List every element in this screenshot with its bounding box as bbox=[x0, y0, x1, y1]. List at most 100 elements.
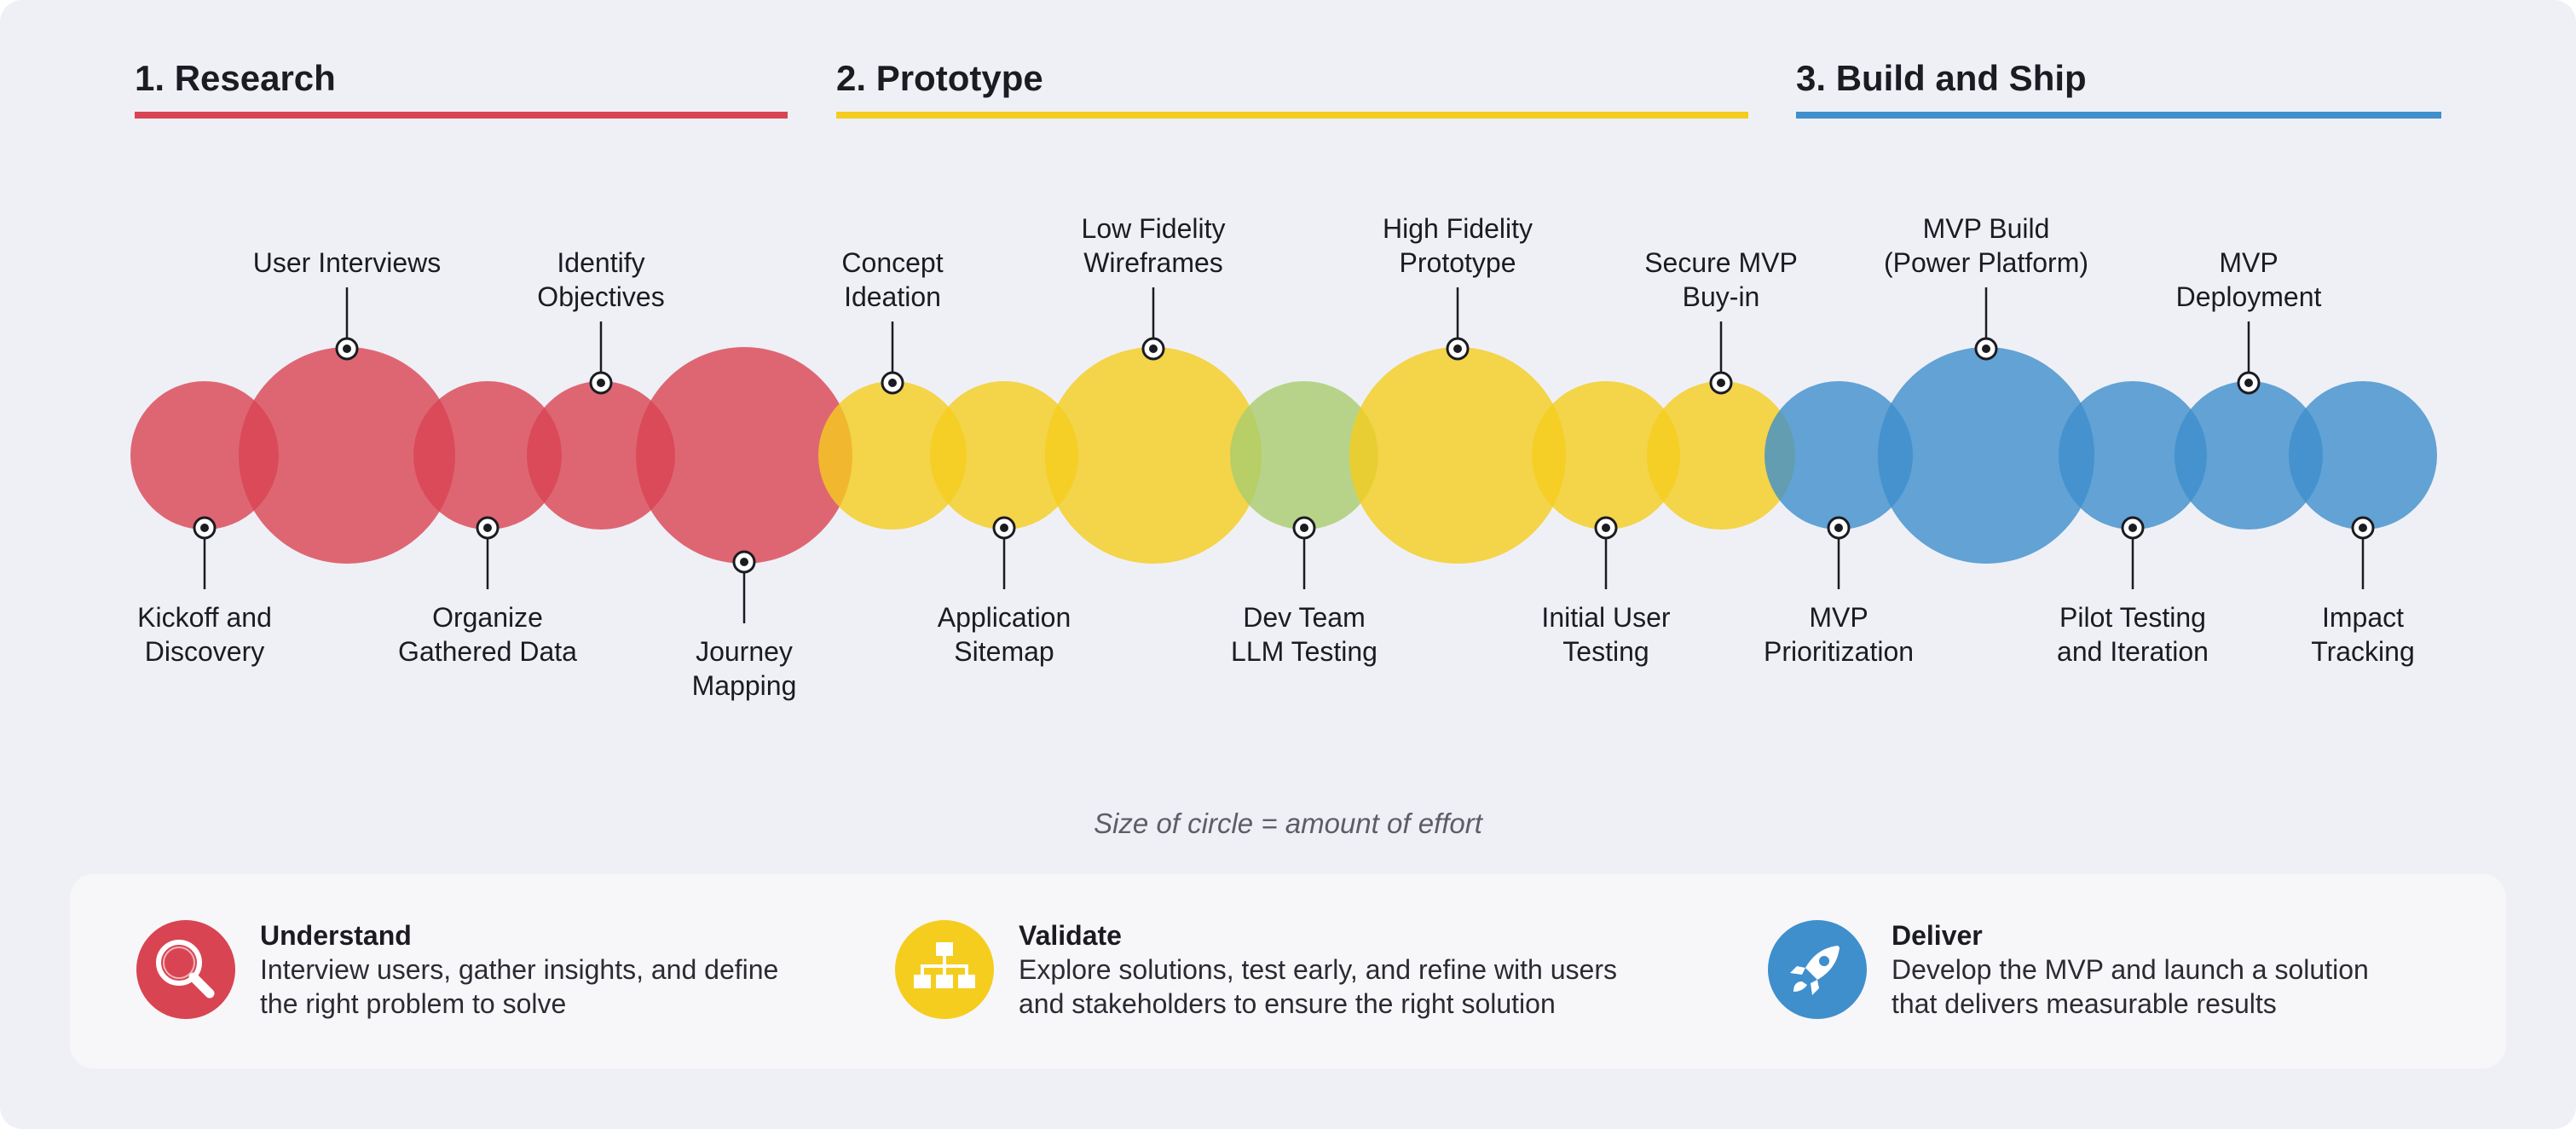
step-label-text: Dev Team bbox=[1243, 602, 1365, 633]
marker-dot bbox=[1453, 344, 1462, 353]
step-label-text: Wireframes bbox=[1083, 247, 1223, 278]
marker-dot bbox=[1602, 524, 1610, 532]
step-label-text: High Fidelity bbox=[1383, 213, 1533, 244]
marker-dot bbox=[1834, 524, 1843, 532]
effort-bubble bbox=[1532, 381, 1680, 530]
summary-description: Explore solutions, test early, and refin… bbox=[1019, 954, 1617, 1019]
effort-bubble bbox=[1230, 381, 1378, 530]
marker-dot bbox=[1982, 344, 1990, 353]
step-label-text: Objectives bbox=[537, 281, 664, 312]
step-label-text: Tracking bbox=[2311, 636, 2415, 667]
marker-dot bbox=[1300, 524, 1308, 532]
effort-bubble bbox=[930, 381, 1078, 530]
step-label-text: Initial User bbox=[1541, 602, 1671, 633]
step-label-text: Secure MVP bbox=[1644, 247, 1798, 278]
phase-underline bbox=[1796, 112, 2441, 119]
summary-title: Understand bbox=[260, 920, 412, 951]
bubble-layer bbox=[130, 347, 2437, 564]
marker-dot bbox=[888, 379, 897, 387]
summary-description: Interview users, gather insights, and de… bbox=[260, 954, 779, 1019]
step-label-text: (Power Platform) bbox=[1884, 247, 2088, 278]
phase-underline bbox=[836, 112, 1748, 119]
effort-bubble bbox=[818, 381, 967, 530]
step-label-text: and Iteration bbox=[2057, 636, 2209, 667]
effort-bubble bbox=[1878, 347, 2094, 564]
step-label-text: Gathered Data bbox=[398, 636, 577, 667]
marker-dot bbox=[2359, 524, 2367, 532]
marker-dot bbox=[1717, 379, 1725, 387]
effort-bubble bbox=[2175, 381, 2323, 530]
step-label: MVP Build(Power Platform) bbox=[1884, 213, 2088, 361]
marker-dot bbox=[2244, 379, 2253, 387]
step-label-text: Ideation bbox=[844, 281, 941, 312]
step-label-text: Identify bbox=[557, 247, 644, 278]
marker-dot bbox=[740, 558, 748, 566]
marker-dot bbox=[200, 524, 209, 532]
marker-dot bbox=[1000, 524, 1008, 532]
effort-bubble bbox=[2289, 381, 2437, 530]
step-label-text: Organize bbox=[432, 602, 543, 633]
marker-dot bbox=[483, 524, 492, 532]
effort-bubble bbox=[1349, 347, 1566, 564]
step-label-text: Pilot Testing bbox=[2059, 602, 2206, 633]
summary-title: Validate bbox=[1019, 920, 1122, 951]
step-label: User Interviews bbox=[253, 247, 441, 361]
step-label-text: MVP bbox=[2219, 247, 2278, 278]
sitemap-icon bbox=[895, 920, 994, 1019]
effort-bubble bbox=[130, 381, 279, 530]
diagram-caption: Size of circle = amount of effort bbox=[1094, 808, 1482, 839]
step-label-text: Low Fidelity bbox=[1082, 213, 1226, 244]
step-label-text: Application bbox=[938, 602, 1071, 633]
summary-description: Develop the MVP and launch a solution th… bbox=[1892, 954, 2369, 1019]
marker-dot bbox=[1149, 344, 1158, 353]
effort-bubble bbox=[636, 347, 852, 564]
phase-title: 2. Prototype bbox=[836, 58, 1043, 98]
effort-bubble bbox=[413, 381, 562, 530]
effort-bubble bbox=[1045, 347, 1262, 564]
step-label-text: MVP bbox=[1809, 602, 1868, 633]
effort-bubble bbox=[239, 347, 455, 564]
phase-underline bbox=[135, 112, 788, 119]
step-label-text: LLM Testing bbox=[1231, 636, 1378, 667]
step-label-text: Buy-in bbox=[1683, 281, 1760, 312]
effort-bubble bbox=[527, 381, 675, 530]
step-label-text: Deployment bbox=[2176, 281, 2322, 312]
step-label-text: Prototype bbox=[1400, 247, 1516, 278]
magnifier-icon bbox=[136, 920, 235, 1019]
phase-title: 3. Build and Ship bbox=[1796, 58, 2087, 98]
effort-bubble bbox=[1765, 381, 1913, 530]
marker-dot bbox=[343, 344, 351, 353]
step-label-text: Sitemap bbox=[954, 636, 1054, 667]
marker-dot bbox=[597, 379, 605, 387]
step-label-text: Journey bbox=[696, 636, 793, 667]
step-label-text: Mapping bbox=[692, 670, 797, 701]
effort-bubble bbox=[1647, 381, 1795, 530]
step-label-text: Kickoff and bbox=[137, 602, 272, 633]
step-label-text: Impact bbox=[2322, 602, 2404, 633]
step-label-text: Discovery bbox=[145, 636, 264, 667]
step-label-text: Concept bbox=[841, 247, 943, 278]
phase-title: 1. Research bbox=[135, 58, 336, 98]
step-label-text: Prioritization bbox=[1764, 636, 1914, 667]
marker-dot bbox=[2128, 524, 2137, 532]
effort-bubble bbox=[2059, 381, 2207, 530]
summary-title: Deliver bbox=[1892, 920, 1983, 951]
